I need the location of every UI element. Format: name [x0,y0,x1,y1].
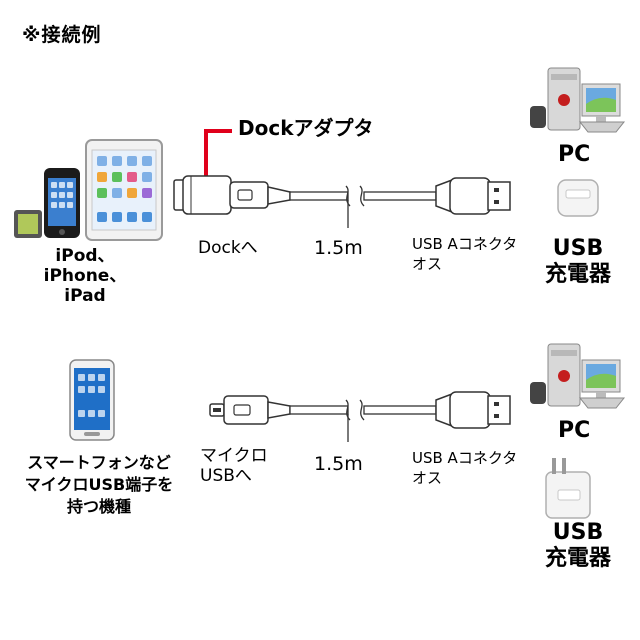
target-charger-row1: USB 充電器 [540,236,616,288]
usb-a-row1-line1: USB Aコネクタ [412,235,518,253]
usb-a-row2-line1: USB Aコネクタ [412,449,518,467]
usb-a-label-row2: USB Aコネクタ オス [412,448,517,488]
charger-row1-line1: USB [552,236,604,261]
ipod-nano-icon [14,210,42,238]
dock-adapter-label: Dockアダプタ [238,116,374,140]
devices-row2-line1: スマートフォンなど [27,453,171,472]
pc-icon-row2 [530,343,626,409]
devices-row1-line3: iPad [64,286,106,306]
devices-label-row1: iPod、 iPhone、 iPad [20,246,150,306]
charger-row2-line1: USB [552,520,604,545]
target-pc-row2: PC [558,418,591,443]
pc-icon-row1 [530,67,626,133]
charger-row2-line2: 充電器 [544,546,611,571]
devices-label-row2: スマートフォンなど マイクロUSB端子を 持つ機種 [10,452,188,518]
micro-usb-connector [209,395,291,425]
dock-connector [173,175,291,215]
cable-row2 [289,399,437,442]
usb-a-row2-line2: オス [412,469,443,487]
dock-end-label: Dockへ [198,238,258,258]
micro-end-line2: USBへ [200,466,252,486]
smartphone-icon [69,359,115,441]
target-pc-row1: PC [558,142,591,167]
devices-row2-line2: マイクロUSB端子を [24,475,174,494]
usb-a-plug-row2 [435,391,511,429]
charger-row1-line2: 充電器 [544,262,611,287]
usb-charger-icon-row1 [557,179,599,217]
iphone-icon [44,168,80,238]
devices-row2-line3: 持つ機種 [66,497,131,516]
usb-a-plug-row1 [435,177,511,215]
devices-row1-line1: iPod、 [55,246,115,266]
usb-a-row1-line2: オス [412,255,443,273]
micro-end-label: マイクロ USBへ [200,446,268,486]
cable-row1 [289,185,437,228]
usb-charger-icon-row2 [545,458,591,519]
devices-row1-line2: iPhone、 [43,266,127,286]
page-title: ※接続例 [22,24,102,46]
cable-length-row1: 1.5m [314,237,363,259]
ipad-icon [85,139,163,241]
usb-a-label-row1: USB Aコネクタ オス [412,234,517,274]
target-charger-row2: USB 充電器 [540,520,616,572]
cable-length-row2: 1.5m [314,453,363,475]
micro-end-line1: マイクロ [200,446,268,466]
